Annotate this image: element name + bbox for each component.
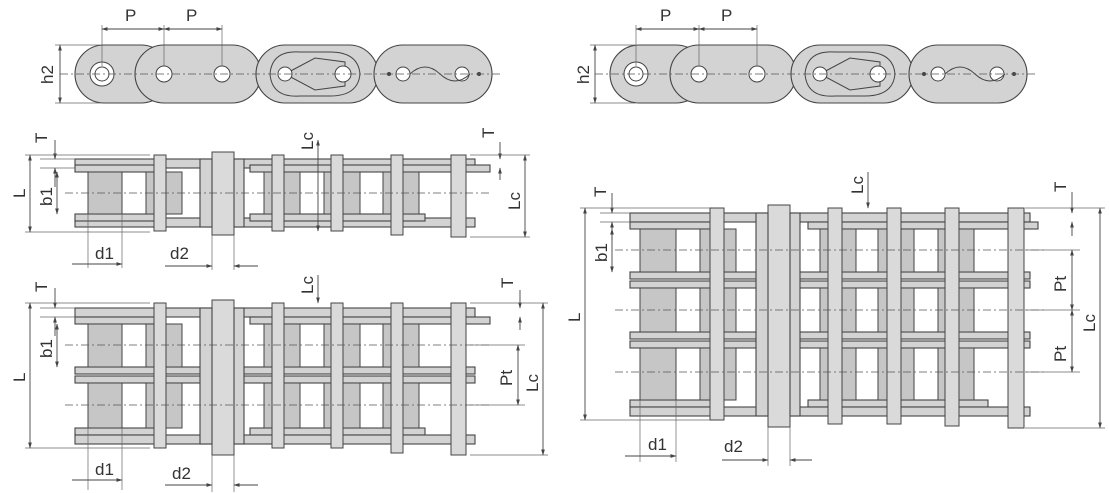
side-view-right: P P h2 (574, 6, 1035, 104)
transverse-pitch-dimension: Pt (470, 344, 525, 406)
side-view-left: P P h2 (38, 6, 500, 104)
thickness-label: T (591, 187, 610, 197)
plate-height-label: h2 (38, 65, 57, 84)
connecting-pin (211, 299, 235, 456)
connecting-pin (767, 204, 791, 428)
inner-width-dimension: b1 (37, 171, 59, 215)
pin-diameter-dimension: d2 (722, 427, 812, 466)
roller-diameter-dimension: d1 (625, 400, 677, 462)
lc-label: Lc (298, 276, 317, 294)
thickness-label: T (32, 133, 51, 143)
pin-diameter-label: d2 (724, 437, 743, 456)
thickness-label: T (1051, 182, 1070, 192)
pt-label: Pt (1051, 346, 1070, 362)
inner-width-dimension: b1 (592, 228, 614, 273)
plate-height-label: h2 (574, 65, 593, 84)
inner-width-dimension: b1 (37, 323, 59, 368)
roller-diameter-label: d1 (95, 244, 114, 263)
lc-label: Lc (505, 192, 524, 210)
pin-diameter-dimension: d2 (165, 235, 258, 270)
roller-diameter-dimension: d1 (72, 214, 123, 268)
pins (709, 204, 1025, 429)
inner-width-label: b1 (37, 339, 56, 358)
pin-diameter-label: d2 (172, 464, 191, 483)
inner-width-label: b1 (37, 187, 56, 206)
roller-diameter-dimension: d1 (72, 428, 123, 490)
pt-label: Pt (497, 370, 516, 386)
triplex-chain-top-view: T T L b1 Lc Lc Pt (565, 172, 1105, 466)
rollers (639, 228, 975, 401)
simplex-chain-top-view: T T L b1 Lc Lc d1 (10, 128, 530, 270)
roller-diameter-label: d1 (95, 460, 114, 479)
transverse-pitch-dimension: Pt Pt (1025, 249, 1080, 373)
overall-length-dimension: L (10, 154, 150, 233)
thickness-label: T (479, 128, 498, 138)
length-label: L (10, 373, 29, 382)
overall-length-dimension: L (10, 302, 150, 449)
lc-label: Lc (848, 176, 867, 194)
lc-label: Lc (298, 132, 317, 150)
thickness-dimension: T T (32, 128, 502, 187)
duplex-chain-top-view: T T L b1 Lc Lc Pt (10, 275, 548, 492)
pin-diameter-dimension: d2 (165, 455, 258, 492)
pitch-label: P (660, 6, 671, 25)
pitch-dimension: P P (635, 6, 758, 66)
lc-label: Lc (1080, 314, 1099, 332)
lc-label: Lc (523, 374, 542, 392)
connecting-pin-length-dimension: Lc Lc (298, 275, 548, 456)
pt-label: Pt (1051, 276, 1070, 292)
thickness-label: T (498, 278, 517, 288)
length-label: L (565, 313, 584, 322)
pitch-dimension: P P (101, 6, 223, 66)
pitch-label: P (721, 6, 732, 25)
pitch-label: P (186, 6, 197, 25)
pins (153, 299, 467, 456)
length-label: L (10, 189, 29, 198)
plate-height-dimension: h2 (574, 44, 635, 104)
roller-diameter-label: d1 (648, 435, 667, 454)
pitch-label: P (125, 6, 136, 25)
thickness-dimension: T T (32, 278, 522, 336)
overall-length-dimension: L (565, 207, 710, 421)
thickness-label: T (32, 282, 51, 292)
inner-width-label: b1 (592, 243, 611, 262)
connecting-pin-length-dimension: Lc Lc (848, 172, 1105, 429)
connecting-pin-length-dimension: Lc Lc (298, 132, 530, 238)
plate-height-dimension: h2 (38, 44, 100, 104)
connecting-pin (211, 151, 235, 236)
pin-diameter-label: d2 (170, 244, 189, 263)
